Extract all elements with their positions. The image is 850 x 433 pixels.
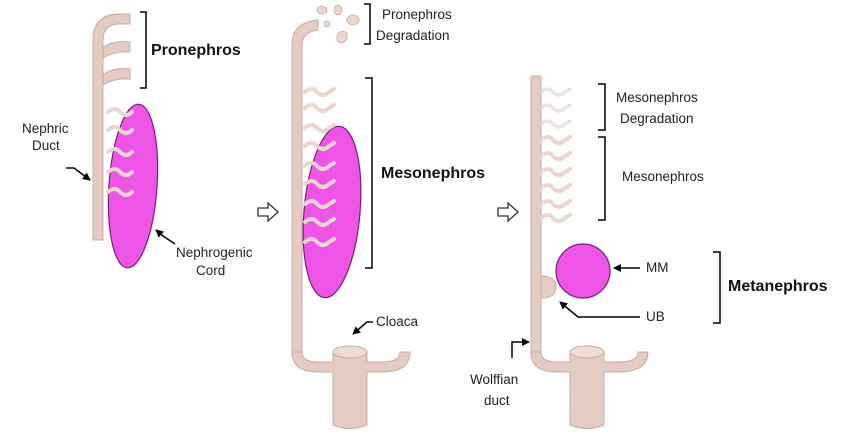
degrading-tubules xyxy=(539,87,572,129)
nephric-duct-arrow xyxy=(66,167,91,181)
mesonephros-degradation-bracket xyxy=(598,83,606,131)
nephrogenic-cord-label: Nephrogenic xyxy=(176,245,253,260)
wolffian-duct-label: duct xyxy=(484,393,510,408)
nephric-duct xyxy=(92,13,131,241)
ub-label: UB xyxy=(646,309,665,324)
nephric-duct-label: Nephric xyxy=(22,121,69,136)
stage-mesonephros: Pronephros Degradation Mesonephros Cloac… xyxy=(291,3,485,429)
nephrogenic-cord xyxy=(302,125,362,299)
pronephros-label: Pronephros xyxy=(151,42,241,59)
ub-arrow xyxy=(559,301,640,318)
nephric-duct xyxy=(291,19,319,356)
mesonephros-label: Mesonephros xyxy=(381,165,485,182)
outline-right-arrow-icon xyxy=(257,201,279,223)
cloaca-arrow xyxy=(352,321,373,335)
metanephros-bracket xyxy=(713,251,721,324)
mesonephros-small-label: Mesonephros xyxy=(622,169,704,184)
nephrogenic-cord xyxy=(107,103,159,269)
metanephros-label: Metanephros xyxy=(728,278,828,295)
wolffian-duct-label: Wolffian xyxy=(470,372,518,387)
pronephros-degradation-bracket xyxy=(364,3,371,45)
cloaca xyxy=(291,351,411,429)
cloaca-opening xyxy=(332,345,368,359)
mm-label: MM xyxy=(646,260,669,275)
wolffian-duct-arrow xyxy=(511,338,530,358)
mesonephros-bracket xyxy=(598,136,606,221)
outline-right-arrow-icon xyxy=(497,201,519,223)
pronephros-degradation-label: Pronephros xyxy=(382,7,452,22)
pronephros-degradation-label: Degradation xyxy=(376,28,450,43)
nephrogenic-cord-arrow xyxy=(155,229,176,245)
pronephros-bracket xyxy=(140,11,147,89)
nephric-tubules xyxy=(106,107,134,197)
cloaca-opening xyxy=(569,345,605,359)
mesonephros-bracket xyxy=(365,77,373,269)
ureteric-bud xyxy=(540,275,557,299)
mesonephric-tubules xyxy=(303,87,336,247)
mesonephros-degradation-label: Mesonephros xyxy=(616,90,698,105)
wolffian-duct xyxy=(530,75,542,356)
mesonephric-tubules xyxy=(539,135,572,223)
pronephric-tubule xyxy=(102,41,131,59)
nephrogenic-cord-label: Cord xyxy=(196,263,225,278)
pronephros-fragments xyxy=(316,4,360,44)
cloaca xyxy=(530,351,649,429)
cloaca-label: Cloaca xyxy=(376,314,419,329)
pronephric-tubule xyxy=(102,68,131,86)
nephric-duct-label: Duct xyxy=(32,138,60,153)
mesonephros-degradation-label: Degradation xyxy=(620,111,694,126)
stage-metanephros: Mesonephros Degradation Mesonephros MM U… xyxy=(470,75,828,429)
stage-pronephros: Pronephros Nephric Duct Nephrogenic Cord xyxy=(22,11,253,278)
metanephric-mesenchyme xyxy=(555,243,611,299)
